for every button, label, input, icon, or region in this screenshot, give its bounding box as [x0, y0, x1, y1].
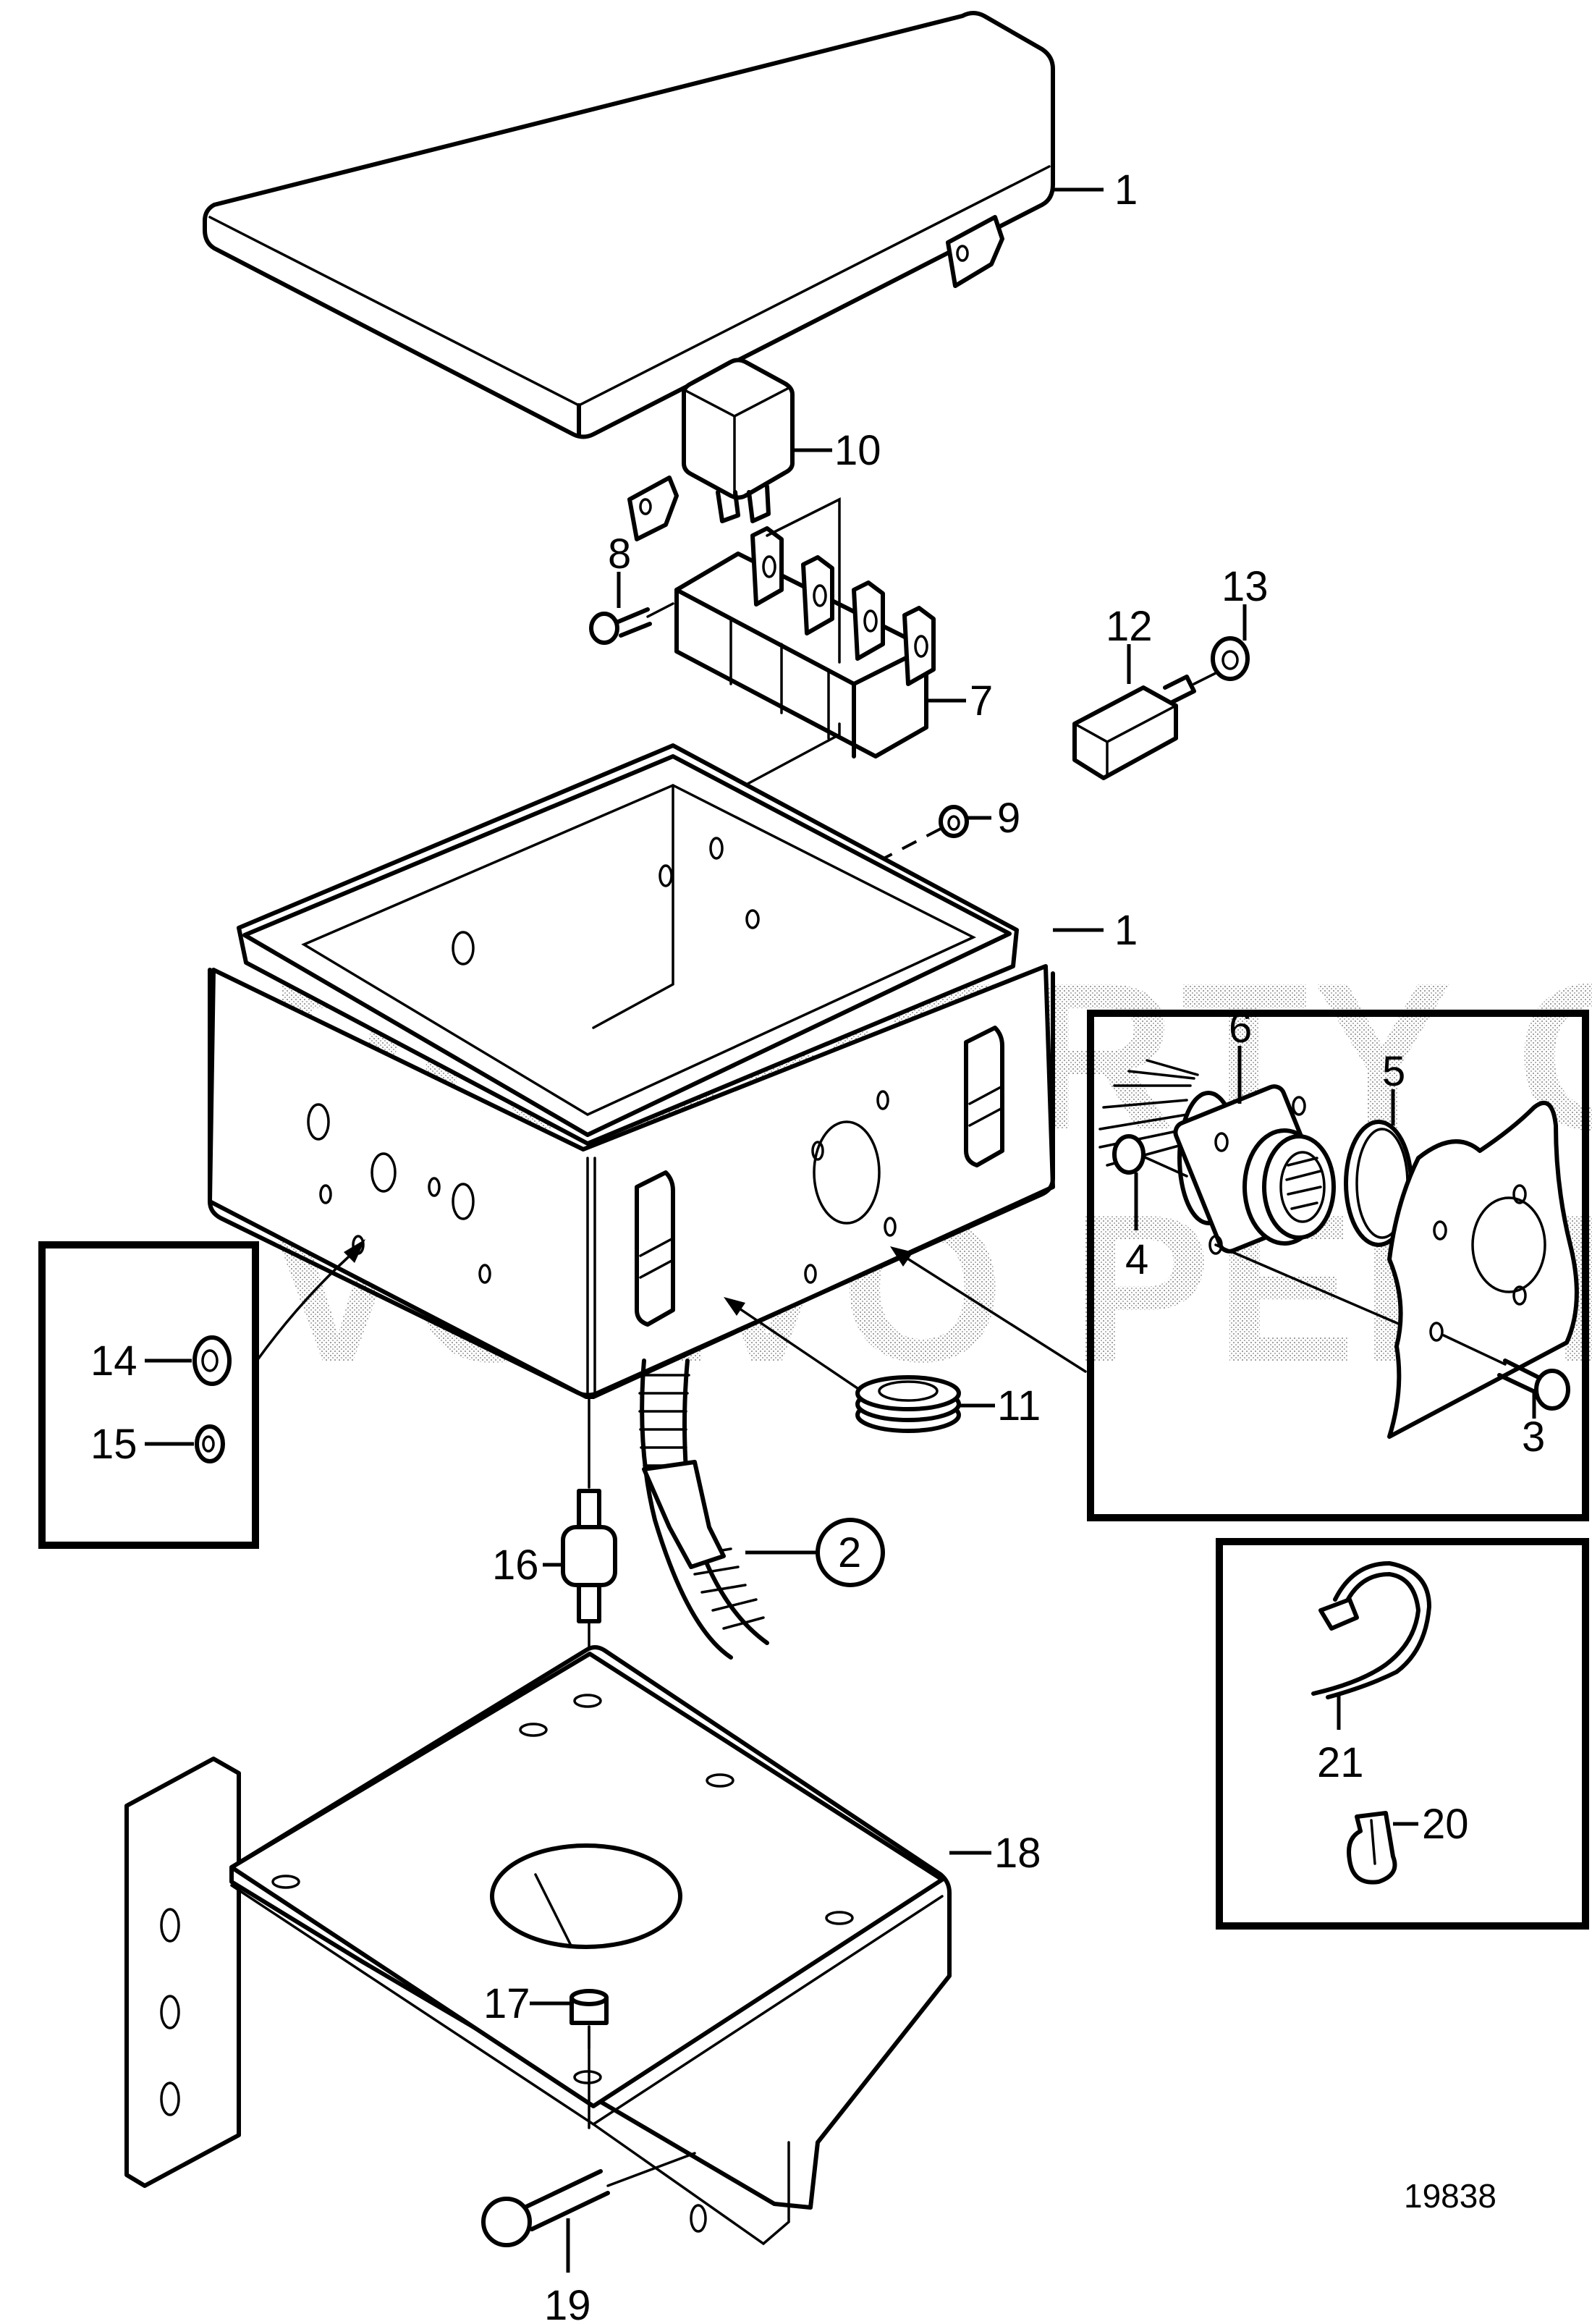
part-19-flange-bolt[interactable]: [481, 2152, 696, 2273]
part-20-cable-clip[interactable]: [1347, 1811, 1418, 1885]
part-18-bracket[interactable]: [124, 1645, 991, 2246]
callout-19: 19: [544, 2282, 591, 2324]
callout-5: 5: [1382, 1048, 1405, 1095]
callout-9: 9: [997, 795, 1020, 842]
part-1-lid[interactable]: [203, 11, 1104, 541]
callout-8: 8: [608, 531, 631, 578]
part-3-screw[interactable]: [1442, 1334, 1570, 1419]
callout-labels: 1 1 2 3 4 5 6 7 8 9 10 11 12 13 14 15 16…: [90, 166, 1545, 2324]
part-1-box-housing[interactable]: [208, 743, 1104, 1402]
part-2-cable-harness[interactable]: [638, 1359, 885, 1660]
callout-18: 18: [994, 1830, 1041, 1877]
part-15-grommet-small[interactable]: [145, 1424, 225, 1463]
callout-1-lid: 1: [1114, 166, 1138, 214]
part-10-relay[interactable]: [682, 358, 832, 523]
callout-2: 2: [838, 1529, 861, 1576]
reference-number: 19838: [1404, 2177, 1496, 2215]
callout-21: 21: [1317, 1739, 1364, 1786]
inset-cable-fixing: [1216, 1538, 1589, 1930]
mounting-plate: [1214, 1100, 1579, 1439]
callout-3: 3: [1522, 1414, 1545, 1461]
callout-17: 17: [483, 1980, 530, 2027]
box-latch-front: [635, 1170, 675, 1327]
part-17-nut[interactable]: [530, 1989, 609, 2129]
lid-latch-front: [627, 476, 679, 541]
callout-4: 4: [1125, 1236, 1148, 1283]
callout-11: 11: [997, 1382, 1041, 1429]
callout-16: 16: [492, 1542, 539, 1589]
part-7-fuse-block[interactable]: [674, 497, 966, 863]
part-6-connector[interactable]: [1098, 1046, 1336, 1255]
part-11-grommet[interactable]: [855, 1375, 995, 1433]
callout-1-box: 1: [1114, 907, 1138, 954]
part-8-screw[interactable]: [589, 572, 674, 645]
callout-6: 6: [1229, 1005, 1252, 1052]
callout-10: 10: [834, 427, 881, 474]
lid-latch-right: [946, 215, 1004, 288]
inset-grommets: [38, 1241, 259, 1549]
callout-14: 14: [90, 1338, 137, 1385]
callout-15: 15: [90, 1421, 137, 1468]
part-21-cable-tie[interactable]: [1311, 1561, 1431, 1730]
part-13-nut[interactable]: [1211, 604, 1250, 681]
part-12-component[interactable]: [1072, 644, 1232, 780]
part-14-grommet-large[interactable]: [145, 1335, 232, 1386]
callout-7: 7: [970, 677, 993, 724]
inset-connector: [1087, 1010, 1589, 1521]
callout-13: 13: [1221, 563, 1269, 610]
box-latch-right: [964, 1026, 1004, 1167]
callout-20: 20: [1422, 1801, 1469, 1848]
callout-12: 12: [1106, 603, 1153, 650]
part-16-rubber-mount[interactable]: [543, 1395, 617, 1652]
part-4-nut[interactable]: [1112, 1134, 1188, 1230]
